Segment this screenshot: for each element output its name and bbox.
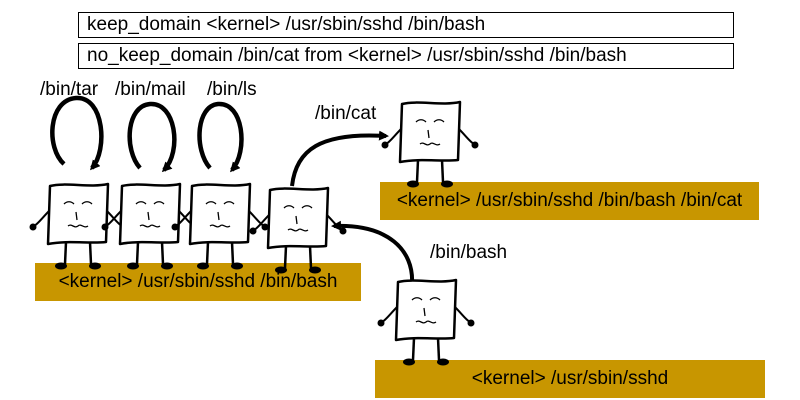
process-character-1 <box>28 182 128 271</box>
loop-arrow-ls <box>197 101 244 173</box>
process-character-sshd <box>376 278 476 367</box>
domain-bar-sshd: <kernel> /usr/sbin/sshd <box>375 360 765 398</box>
transition-arrow-cat <box>290 130 389 187</box>
loop-arrow-tar <box>50 95 104 171</box>
program-label-ls: /bin/ls <box>207 79 257 100</box>
process-character-4 <box>248 186 348 275</box>
program-label-cat: /bin/cat <box>315 103 377 124</box>
program-label-mail: /bin/mail <box>115 79 186 100</box>
domain-bar-bash-label: <kernel> /usr/sbin/sshd /bin/bash <box>58 271 338 292</box>
keep-domain-rule: keep_domain <kernel> /usr/sbin/sshd /bin… <box>78 12 734 38</box>
transition-arrow-bash <box>331 220 415 285</box>
domain-bar-bash: <kernel> /usr/sbin/sshd /bin/bash <box>35 263 361 301</box>
program-label-tar: /bin/tar <box>40 79 99 100</box>
domain-bar-cat: <kernel> /usr/sbin/sshd /bin/bash /bin/c… <box>380 182 759 220</box>
process-character-3 <box>170 182 270 271</box>
no-keep-domain-rule: no_keep_domain /bin/cat from <kernel> /u… <box>78 43 734 69</box>
process-character-2 <box>100 182 200 271</box>
process-character-cat <box>380 100 480 189</box>
domain-bar-cat-label: <kernel> /usr/sbin/sshd /bin/bash /bin/c… <box>396 190 743 211</box>
loop-arrow-mail <box>127 101 177 173</box>
program-label-bash: /bin/bash <box>430 242 508 263</box>
domain-bar-sshd-label: <kernel> /usr/sbin/sshd <box>471 368 669 389</box>
